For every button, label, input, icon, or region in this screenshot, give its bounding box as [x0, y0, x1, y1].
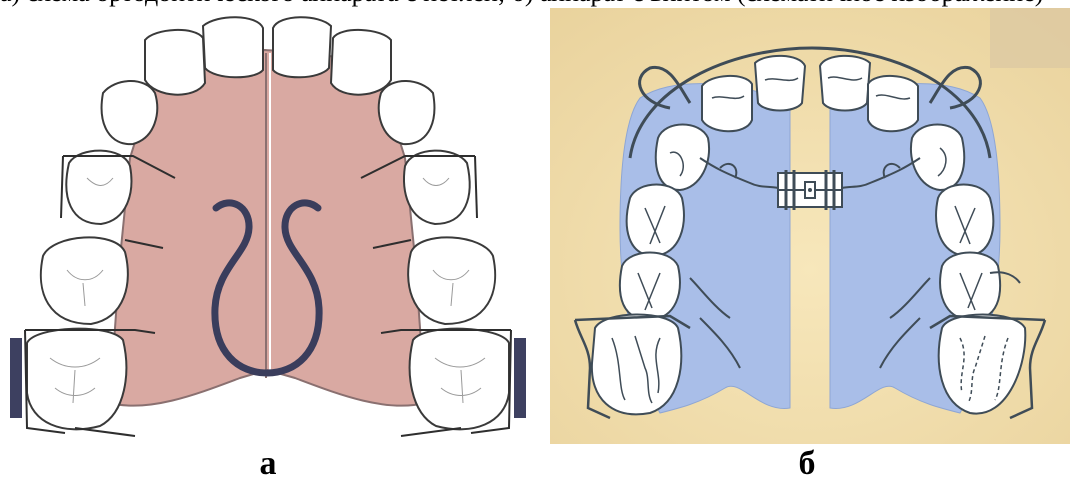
panel-a-label: а [248, 446, 288, 482]
tooth-premolar-left-1 [66, 151, 131, 224]
tooth-incisor-lateral-right [331, 30, 391, 95]
tooth-premolar-right-2 [940, 253, 1000, 321]
tooth-canine-right [379, 81, 435, 144]
tooth-premolar-left-1 [627, 185, 684, 257]
expansion-screw [778, 170, 842, 210]
tooth-premolar-left-2 [620, 253, 680, 321]
tooth-molar-left [27, 329, 126, 430]
tooth-canine-left [102, 81, 158, 144]
tooth-premolar-right-1 [936, 185, 993, 257]
panel-b-label: б [787, 446, 827, 482]
clasp-pad-left [10, 338, 22, 418]
tooth-incisor-lateral-right [868, 76, 918, 131]
tooth-molar-right [410, 329, 509, 430]
tooth-incisor-central-left [203, 17, 263, 77]
panel-a-loop-appliance [5, 8, 533, 444]
background-photo-corner [990, 8, 1070, 68]
tooth-molar-left [592, 315, 681, 415]
tooth-premolar-right-1 [404, 151, 470, 224]
tooth-premolar-left-2 [41, 237, 128, 324]
tooth-incisor-central-left [755, 56, 805, 111]
tooth-incisor-central-right [820, 56, 870, 111]
panel-b-screw-appliance [550, 8, 1070, 444]
tooth-premolar-right-2 [408, 237, 495, 324]
clasp-pad-right [514, 338, 526, 418]
tooth-incisor-lateral-left [702, 76, 752, 131]
tooth-incisor-central-right [273, 17, 331, 77]
tooth-incisor-lateral-left [145, 30, 205, 95]
